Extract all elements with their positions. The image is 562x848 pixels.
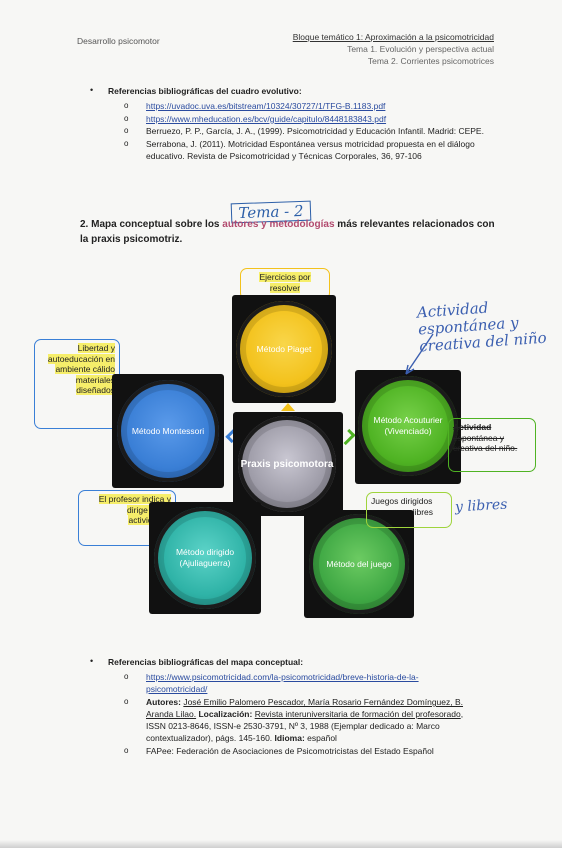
header-left: Desarrollo psicomotor — [77, 36, 160, 46]
list-item[interactable]: o https://uvadoc.uva.es/bitstream/10324/… — [124, 101, 386, 111]
ref-text: Berruezo, P. P., García, J. A., (1999). … — [146, 126, 484, 136]
callout-montessori: Libertad y autoeducación en ambiente cál… — [34, 339, 120, 429]
ref-link[interactable]: https://www.psicomotricidad.com/la-psico… — [146, 672, 419, 694]
section3-title: Referencias bibliográficas del mapa conc… — [108, 657, 304, 667]
header-right: Bloque temático 1: Aproximación a la psi… — [293, 31, 494, 67]
list-item: o Autores: José Emilio Palomero Pescador… — [124, 697, 464, 743]
section1-title: Referencias bibliográficas del cuadro ev… — [108, 86, 302, 96]
header-right-sub1: Tema 1. Evolución y perspectiva actual — [347, 44, 494, 54]
list-item[interactable]: o https://www.psicomotricidad.com/la-psi… — [124, 672, 419, 694]
page-bottom-edge — [0, 840, 562, 848]
callout-aucouturier: Actividad espontánea y creativa del niño… — [448, 418, 536, 472]
section2-heading: 2. Mapa conceptual sobre los autores y m… — [80, 219, 495, 245]
list-item: o Berruezo, P. P., García, J. A., (1999)… — [124, 126, 484, 136]
node-juego: Método del juego — [309, 514, 409, 614]
node-ajuliaguerra: Método dirigido (Ajuliaguerra) — [154, 507, 256, 609]
section1-ref-list: o https://uvadoc.uva.es/bitstream/10324/… — [124, 100, 494, 163]
bullet: • — [90, 85, 94, 95]
ref-link[interactable]: https://www.mheducation.es/bcv/guide/cap… — [146, 113, 387, 124]
node-piaget: Método Piaget — [236, 301, 332, 397]
bullet: • — [90, 656, 94, 666]
node-aucouturier: Método Acouturier (Vivenciado) — [358, 376, 458, 476]
ref-text: Serrabona, J. (2011). Motricidad Espontá… — [146, 138, 475, 162]
list-item: o FAPee: Federación de Asociaciones de P… — [124, 746, 434, 756]
header-right-main: Bloque temático 1: Aproximación a la psi… — [292, 32, 494, 42]
node-montessori: Método Montessori — [117, 380, 219, 482]
header-right-sub2: Tema 2. Corrientes psicomotrices — [367, 56, 494, 66]
arrow-up-icon — [281, 403, 295, 411]
list-item[interactable]: o https://www.mheducation.es/bcv/guide/c… — [124, 113, 387, 124]
list-item: o Serrabona, J. (2011). Motricidad Espon… — [124, 138, 475, 162]
node-center: Praxis psicomotora — [238, 416, 336, 512]
handwritten-arrow-icon — [405, 333, 434, 375]
section3-ref-list: o https://www.psicomotricidad.com/la-psi… — [124, 671, 474, 758]
ref-link[interactable]: https://uvadoc.uva.es/bitstream/10324/30… — [146, 101, 386, 111]
callout-juego: Juegos dirigidos libres — [366, 492, 452, 528]
handwritten-juego: y libres — [454, 496, 508, 516]
